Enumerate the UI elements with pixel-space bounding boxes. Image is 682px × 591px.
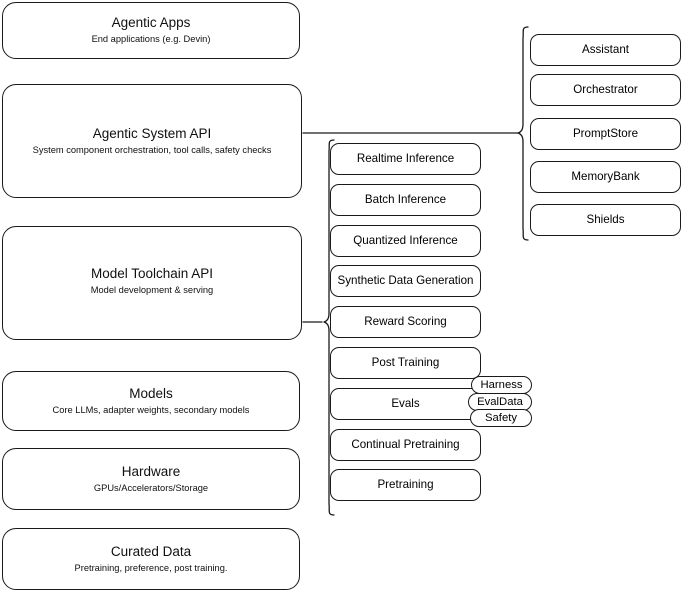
agentic-item-shields[interactable]: Shields: [530, 204, 681, 236]
item-label: PromptStore: [572, 127, 639, 140]
toolchain-item-batch-inference[interactable]: Batch Inference: [330, 184, 481, 216]
item-label: Realtime Inference: [356, 152, 455, 165]
layer-title: Curated Data: [110, 543, 192, 559]
badge-label: EvalData: [477, 396, 523, 408]
toolchain-item-reward-scoring[interactable]: Reward Scoring: [330, 306, 481, 338]
item-label: Continual Pretraining: [351, 438, 460, 451]
toolchain-item-pretraining[interactable]: Pretraining: [330, 469, 481, 501]
layer-subtitle: GPUs/Accelerators/Storage: [93, 482, 209, 493]
item-label: Reward Scoring: [364, 315, 447, 328]
layer-title: Model Toolchain API: [90, 266, 214, 281]
layer-subtitle: Model development & serving: [90, 285, 214, 295]
layer-curated-data[interactable]: Curated Data Pretraining, preference, po…: [2, 528, 300, 590]
agentic-item-orchestrator[interactable]: Orchestrator: [530, 74, 681, 106]
item-label: Synthetic Data Generation: [337, 274, 474, 287]
layer-agentic-system-api[interactable]: Agentic System API System component orch…: [2, 84, 302, 198]
item-label: Post Training: [371, 356, 440, 369]
toolchain-item-post-training[interactable]: Post Training: [330, 347, 481, 379]
item-label: MemoryBank: [571, 170, 640, 183]
layer-subtitle: Pretraining, preference, post training.: [74, 562, 228, 573]
layer-models[interactable]: Models Core LLMs, adapter weights, secon…: [2, 371, 300, 431]
layer-subtitle: System component orchestration, tool cal…: [32, 145, 272, 155]
item-label: Assistant: [581, 43, 630, 56]
layer-title: Models: [129, 385, 173, 401]
toolchain-item-quantized-inference[interactable]: Quantized Inference: [330, 225, 481, 257]
layer-hardware[interactable]: Hardware GPUs/Accelerators/Storage: [2, 448, 300, 510]
agentic-item-promptstore[interactable]: PromptStore: [530, 118, 681, 150]
brace-agentic-components: [517, 26, 529, 241]
layer-title: Hardware: [121, 463, 181, 479]
item-label: Pretraining: [377, 478, 434, 491]
layer-title: Agentic Apps: [111, 15, 191, 30]
agentic-item-assistant[interactable]: Assistant: [530, 34, 681, 66]
toolchain-item-realtime-inference[interactable]: Realtime Inference: [330, 143, 481, 175]
agentic-item-memorybank[interactable]: MemoryBank: [530, 161, 681, 193]
toolchain-item-synthetic-data-generation[interactable]: Synthetic Data Generation: [330, 265, 481, 297]
layer-model-toolchain-api[interactable]: Model Toolchain API Model development & …: [2, 226, 302, 340]
layer-agentic-apps[interactable]: Agentic Apps End applications (e.g. Devi…: [2, 2, 300, 59]
layer-subtitle: End applications (e.g. Devin): [91, 34, 211, 44]
toolchain-item-evals[interactable]: Evals: [330, 388, 481, 420]
badge-label: Harness: [480, 379, 523, 391]
toolchain-item-continual-pretraining[interactable]: Continual Pretraining: [330, 429, 481, 461]
layer-subtitle: Core LLMs, adapter weights, secondary mo…: [52, 404, 250, 415]
item-label: Evals: [391, 397, 420, 410]
evals-badge-harness[interactable]: Harness: [471, 376, 532, 394]
badge-label: Safety: [484, 412, 518, 424]
item-label: Quantized Inference: [353, 234, 458, 247]
layer-title: Agentic System API: [92, 126, 212, 141]
item-label: Shields: [586, 213, 625, 226]
item-label: Batch Inference: [364, 193, 447, 206]
evals-badge-safety[interactable]: Safety: [470, 409, 532, 427]
item-label: Orchestrator: [573, 83, 638, 96]
